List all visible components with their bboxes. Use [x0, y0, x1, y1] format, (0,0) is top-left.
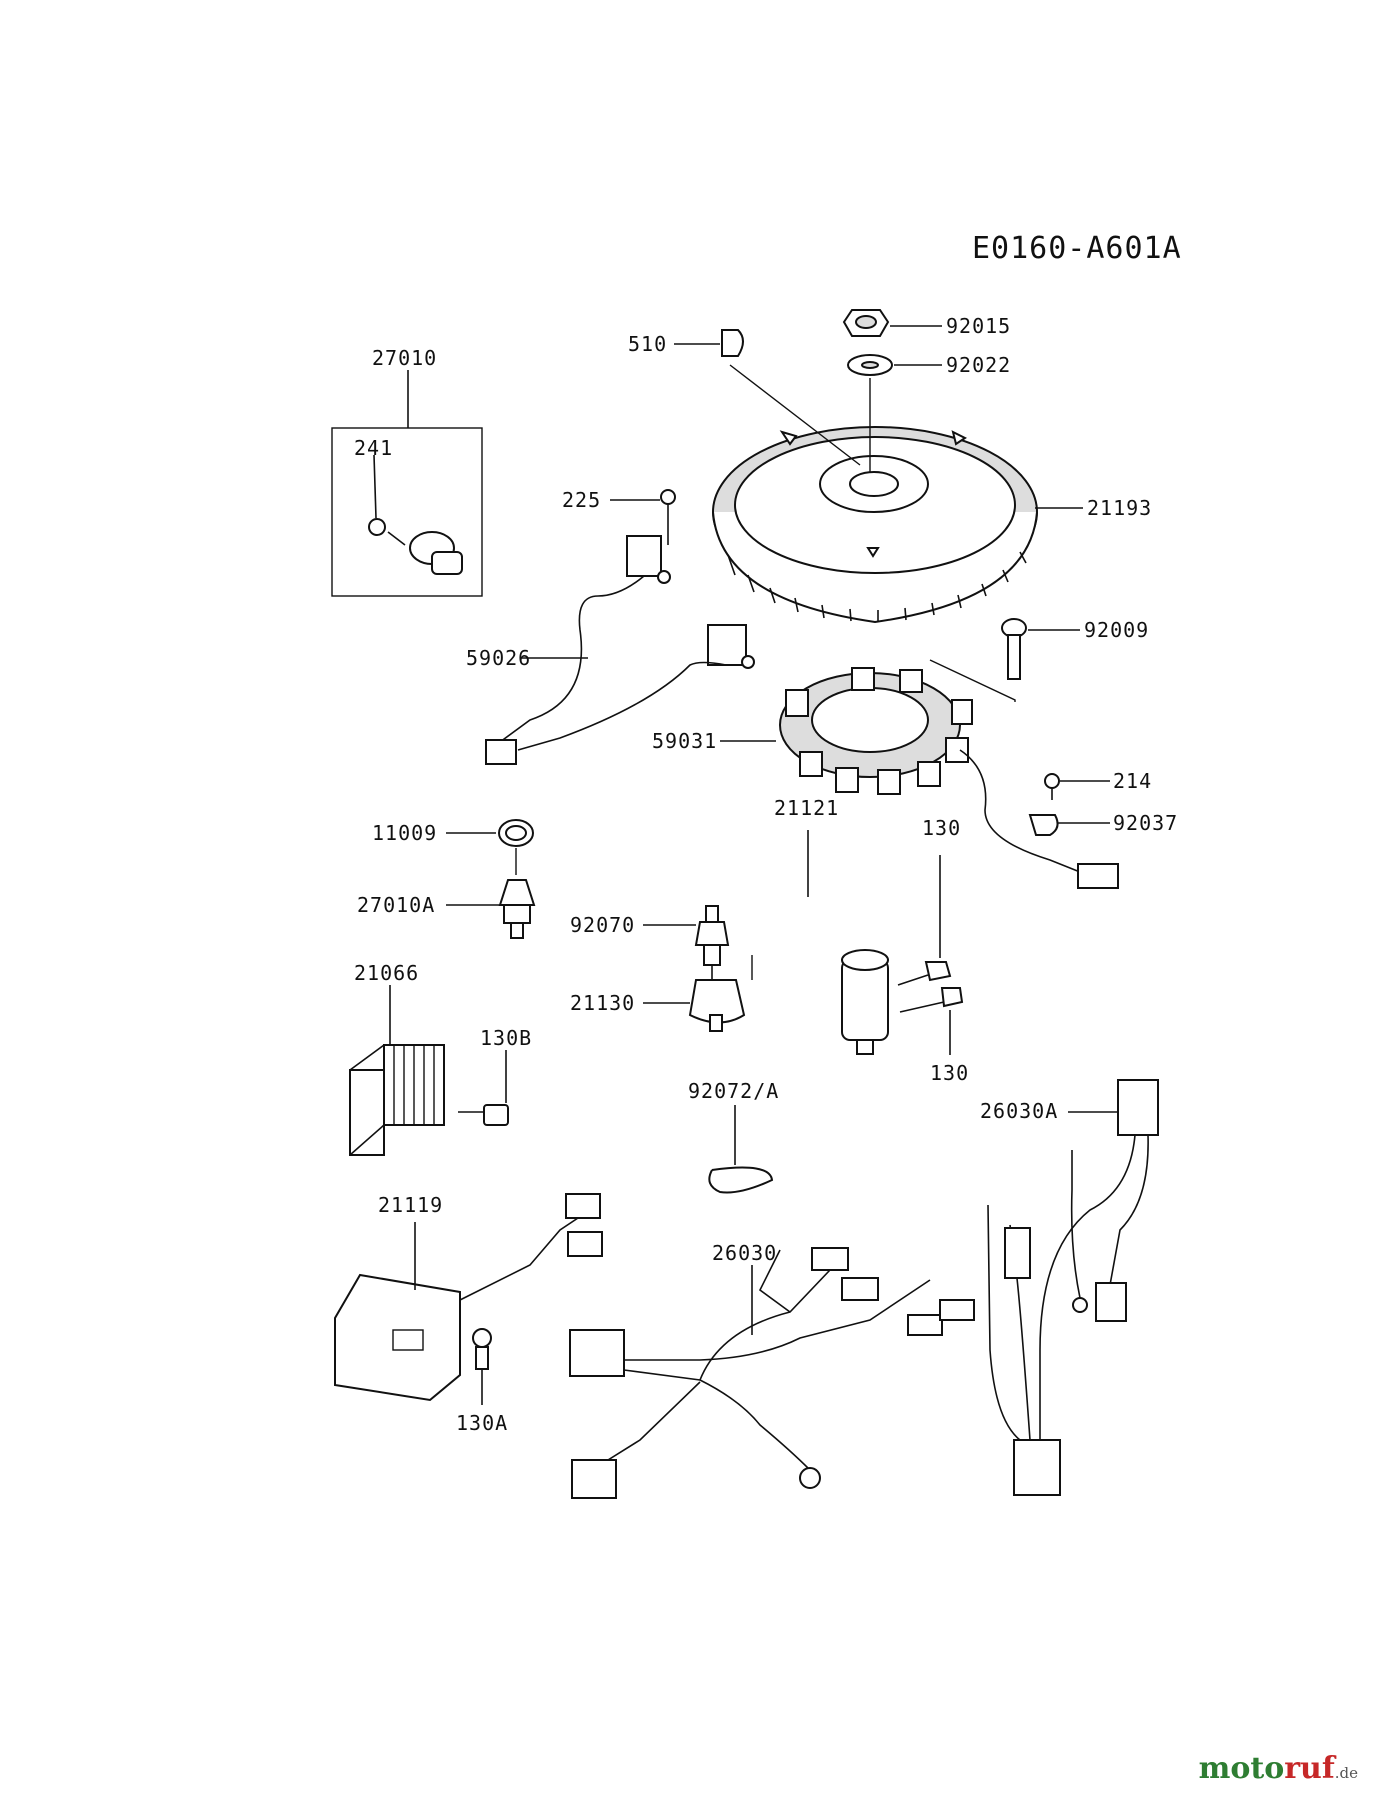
part-21119-control-unit[interactable]	[334, 1193, 603, 1402]
part-59026-harness[interactable]	[485, 535, 755, 765]
diagram-code: E0160-A601A	[972, 231, 1182, 266]
watermark-part2: ruf	[1284, 1751, 1335, 1786]
label-27010A: 27010A	[357, 893, 435, 917]
part-21066-regulator[interactable]	[349, 1044, 445, 1156]
label-92009: 92009	[1084, 618, 1149, 642]
label-92037: 92037	[1113, 811, 1178, 835]
part-92009-bolt[interactable]	[1001, 618, 1027, 680]
part-21130-plug-cap[interactable]	[688, 979, 746, 1032]
label-241: 241	[354, 436, 393, 460]
label-59031: 59031	[652, 729, 717, 753]
label-130A: 130A	[456, 1411, 508, 1435]
label-21121: 21121	[774, 796, 839, 820]
label-21193: 21193	[1087, 496, 1152, 520]
part-225-screw[interactable]	[660, 489, 676, 545]
part-59031-stator[interactable]	[779, 667, 1119, 889]
label-225: 225	[562, 488, 601, 512]
part-510-key[interactable]	[721, 329, 744, 357]
part-92037-clamp[interactable]	[1028, 814, 1059, 836]
part-130-bolt-top[interactable]	[897, 961, 952, 986]
part-27010A-sensor[interactable]	[498, 879, 536, 939]
label-92072A: 92072/A	[688, 1079, 779, 1103]
label-92070: 92070	[570, 913, 635, 937]
label-130-bot: 130	[930, 1061, 969, 1085]
label-130B: 130B	[480, 1026, 532, 1050]
label-510: 510	[628, 332, 667, 356]
label-26030: 26030	[712, 1241, 777, 1265]
label-27010: 27010	[372, 346, 437, 370]
label-26030A: 26030A	[980, 1099, 1058, 1123]
label-59026: 59026	[466, 646, 531, 670]
label-21130: 21130	[570, 991, 635, 1015]
part-11009-gasket[interactable]	[498, 819, 534, 847]
part-21121-ignition-coil[interactable]	[749, 894, 891, 1055]
label-214: 214	[1113, 769, 1152, 793]
part-130-bolt-bottom[interactable]	[899, 987, 964, 1013]
label-21066: 21066	[354, 961, 419, 985]
part-92022-washer[interactable]	[847, 354, 893, 376]
watermark-part1: moto	[1198, 1751, 1285, 1786]
part-214-screw[interactable]	[1044, 773, 1060, 800]
part-130A-bolt[interactable]	[472, 1328, 492, 1370]
label-130-top: 130	[922, 816, 961, 840]
watermark: motoruf.de	[1199, 1751, 1358, 1786]
part-130B-bolt[interactable]	[458, 1104, 509, 1126]
part-92070-spark-plug[interactable]	[694, 905, 730, 980]
part-27010-kit[interactable]	[331, 370, 483, 597]
part-26030-main-harness[interactable]	[569, 1247, 975, 1499]
label-92022: 92022	[946, 353, 1011, 377]
part-92015-nut[interactable]	[842, 309, 890, 337]
part-92072A-band[interactable]	[708, 1166, 774, 1194]
label-92015: 92015	[946, 314, 1011, 338]
part-21193-flywheel[interactable]	[712, 426, 1038, 624]
watermark-tld: .de	[1334, 1764, 1358, 1782]
part-26030A-harness[interactable]	[987, 1079, 1159, 1496]
label-11009: 11009	[372, 821, 437, 845]
label-21119: 21119	[378, 1193, 443, 1217]
